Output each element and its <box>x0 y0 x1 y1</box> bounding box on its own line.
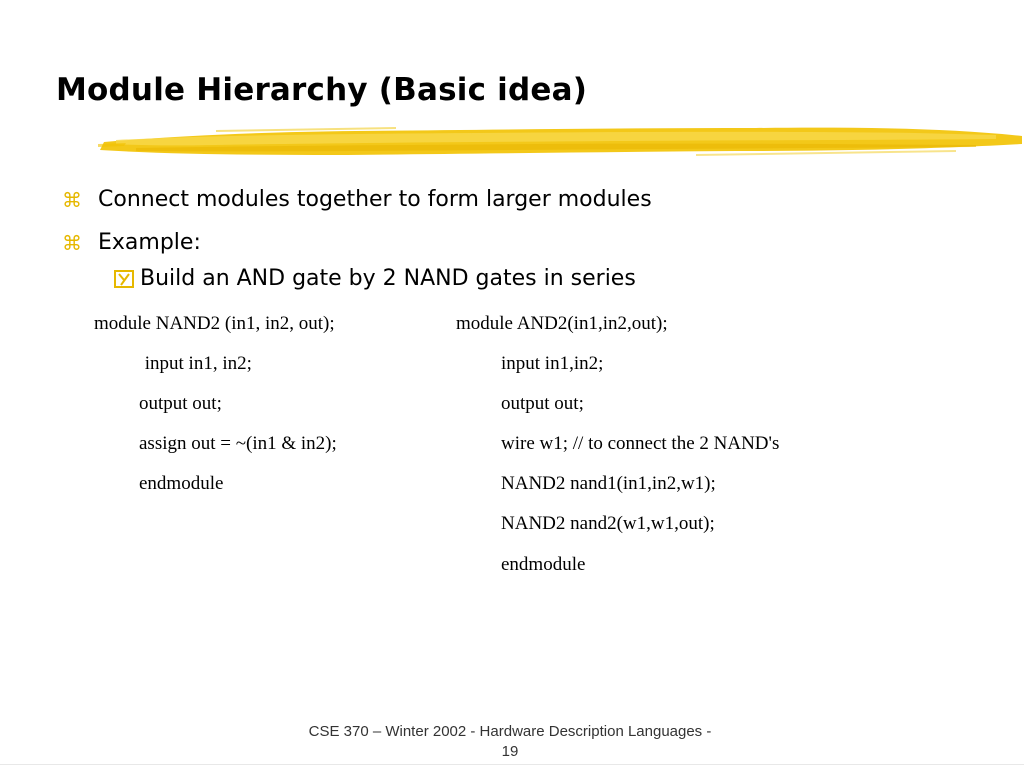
bullet-text: Connect modules together to form larger … <box>98 187 652 212</box>
slide-title: Module Hierarchy (Basic idea) <box>56 72 588 108</box>
code-and2-line-7: endmodule <box>501 554 586 575</box>
bullet-example: ⌘ Example: <box>62 230 201 255</box>
slide-footer: CSE 370 – Winter 2002 - Hardware Descrip… <box>260 722 760 762</box>
code-nand2-line-1: module NAND2 (in1, in2, out); <box>94 313 335 334</box>
code-nand2-line-3: output out; <box>139 393 222 414</box>
code-and2-line-6: NAND2 nand2(w1,w1,out); <box>501 513 715 534</box>
code-nand2-line-5: endmodule <box>139 473 224 494</box>
code-nand2-line-2: input in1, in2; <box>140 353 252 374</box>
code-nand2-line-4: assign out = ~(in1 & in2); <box>139 433 337 454</box>
z-bullet-icon: ⌘ <box>62 187 82 212</box>
bottom-divider <box>0 764 1024 765</box>
footer-page-number: 19 <box>501 743 519 760</box>
sub-bullet-text: Build an AND gate by 2 NAND gates in ser… <box>140 266 636 291</box>
code-and2-line-3: output out; <box>501 393 584 414</box>
code-and2-line-2: input in1,in2; <box>501 353 604 374</box>
checkbox-y-icon <box>114 269 134 288</box>
z-bullet-icon: ⌘ <box>62 230 82 255</box>
bullet-text: Example: <box>98 230 201 255</box>
footer-course-line: CSE 370 – Winter 2002 - Hardware Descrip… <box>308 723 712 740</box>
bullet-connect-modules: ⌘ Connect modules together to form large… <box>62 187 652 212</box>
code-and2-line-1: module AND2(in1,in2,out); <box>456 313 668 334</box>
code-and2-line-4: wire w1; // to connect the 2 NAND's <box>501 433 780 454</box>
sub-bullet-and-gate: Build an AND gate by 2 NAND gates in ser… <box>114 266 636 291</box>
code-and2-line-5: NAND2 nand1(in1,in2,w1); <box>501 473 716 494</box>
title-underline-brush <box>98 127 1022 156</box>
